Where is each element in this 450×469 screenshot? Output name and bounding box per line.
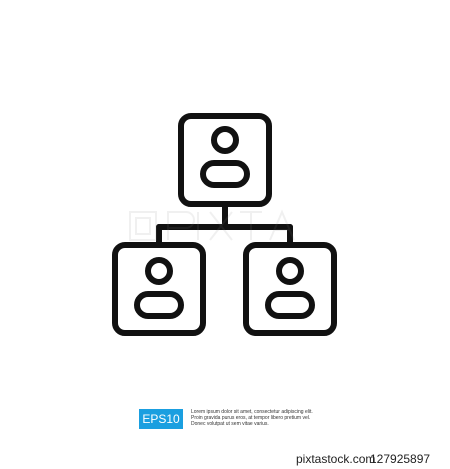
- left-person-box: [112, 242, 206, 336]
- left-person-body-icon: [134, 291, 184, 319]
- right-person-head-icon: [276, 257, 304, 285]
- footer-site-name: pixtastock.com: [296, 452, 376, 466]
- watermark-logo: [129, 209, 295, 241]
- footer-bar: [0, 449, 450, 469]
- footer-image-id: 127925897: [370, 452, 431, 466]
- description-line-1: Lorem ipsum dolor sit amet, consectetur …: [191, 409, 313, 415]
- right-person-body-icon: [265, 291, 315, 319]
- eps-badge: EPS10: [139, 409, 183, 429]
- left-person-head-icon: [145, 257, 173, 285]
- description-text: Lorem ipsum dolor sit amet, consectetur …: [191, 409, 331, 427]
- right-person-box: [243, 242, 337, 336]
- top-person-head-icon: [211, 126, 239, 154]
- top-person-body-icon: [200, 160, 250, 188]
- description-line-2: Proin gravida purus eros, at tempor libe…: [191, 415, 311, 421]
- description-line-3: Donec volutpat ut sem vitae varius.: [191, 421, 269, 427]
